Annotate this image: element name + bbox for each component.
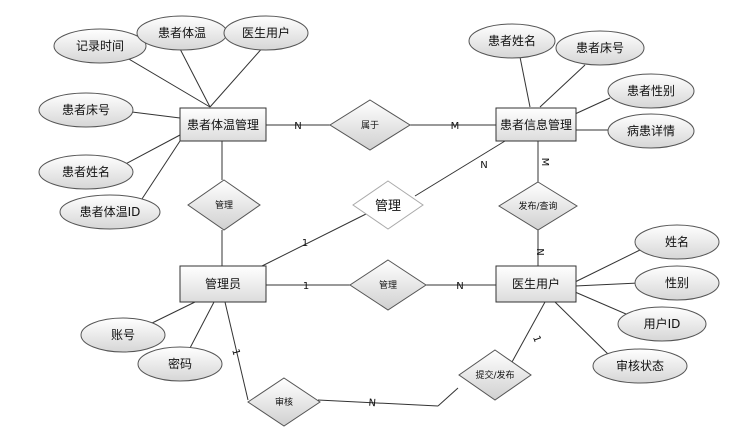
cardinality-label: N [456,281,463,292]
attribute-label: 患者床号 [576,41,624,55]
attribute-label: 账号 [111,328,135,342]
relationship-belongs: 属于 [329,99,411,151]
attribute-patient-bed-left: 患者床号 [38,92,134,128]
attribute-label: 医生用户 [242,25,290,40]
entity-doctor-user: 医生用户 [495,265,577,303]
relationship-publish-query: 发布/查询 [498,181,578,231]
cardinality-label: N [534,248,545,255]
attribute-patient-gender: 患者性别 [607,73,695,109]
attribute-doctor-user: 医生用户 [223,15,309,51]
relationship-label: 管理 [375,199,401,214]
attribute-password: 密码 [137,346,223,382]
entity-temp-mgmt: 患者体温管理 [179,107,267,142]
attribute-label: 患者姓名 [62,164,110,179]
attribute-label: 用户ID [644,316,681,331]
connector-lines [117,44,641,407]
attribute-label: 性别 [665,276,689,290]
entity-label: 患者体温管理 [187,117,259,132]
cardinality-label: 1 [303,281,309,292]
relationship-label: 属于 [361,120,379,131]
cardinality-label: N [294,121,301,132]
attribute-label: 审核状态 [616,358,664,373]
attribute-label: 患者床号 [62,103,110,117]
attribute-label: 姓名 [665,234,689,249]
attribute-label: 患者体温 [158,26,206,40]
cardinality-label: N [480,160,487,171]
relationship-manage-doctor: 管理 [349,259,427,311]
relationship-manage-temp: 管理 [187,179,261,231]
attribute-label: 记录时间 [76,39,124,53]
entity-label: 患者信息管理 [500,117,572,132]
relationship-review: 审核 [247,377,321,427]
attribute-name: 姓名 [634,224,720,260]
entity-patient-info-mgmt: 患者信息管理 [495,107,577,142]
attribute-gender: 性别 [634,265,720,301]
relationship-label: 管理 [379,279,397,291]
attribute-record-time: 记录时间 [53,28,147,64]
attribute-label: 密码 [168,356,192,371]
relationship-label: 提交/发布 [475,369,514,381]
cardinality-label: 1 [229,348,241,357]
cardinality-label: M [539,158,550,167]
attribute-label: 病患详情 [627,123,675,138]
cardinality-label: N [368,398,376,410]
cardinality-label: M [451,121,460,132]
attribute-patient-name-left: 患者姓名 [38,154,134,190]
entity-label: 管理员 [205,276,241,291]
entity-label: 医生用户 [512,276,560,291]
attribute-label: 患者体温ID [80,205,141,219]
attribute-patient-name-right: 患者姓名 [468,23,556,59]
cardinality-label: 1 [530,334,543,344]
attribute-user-id: 用户ID [617,306,707,342]
attribute-patient-temp: 患者体温 [136,15,228,51]
entity-admin: 管理员 [179,265,267,303]
relationship-label: 审核 [275,396,293,408]
relationship-submit-publish: 提交/发布 [458,349,532,401]
cardinality-labels: N M M N 1 N 1 N 1 N 1 [229,121,550,409]
attribute-account: 账号 [80,317,166,353]
relationship-label: 发布/查询 [518,200,557,212]
attribute-label: 患者姓名 [488,33,536,48]
attribute-patient-bed-right: 患者床号 [555,30,645,66]
cardinality-label: 1 [302,238,308,249]
attribute-review-status: 审核状态 [592,348,688,384]
attribute-illness-detail: 病患详情 [607,113,695,149]
attribute-label: 患者性别 [627,84,675,98]
relationship-label: 管理 [215,199,233,211]
attribute-patient-temp-id: 患者体温ID [59,194,161,230]
relationship-manage-info: 管理 [352,180,424,230]
